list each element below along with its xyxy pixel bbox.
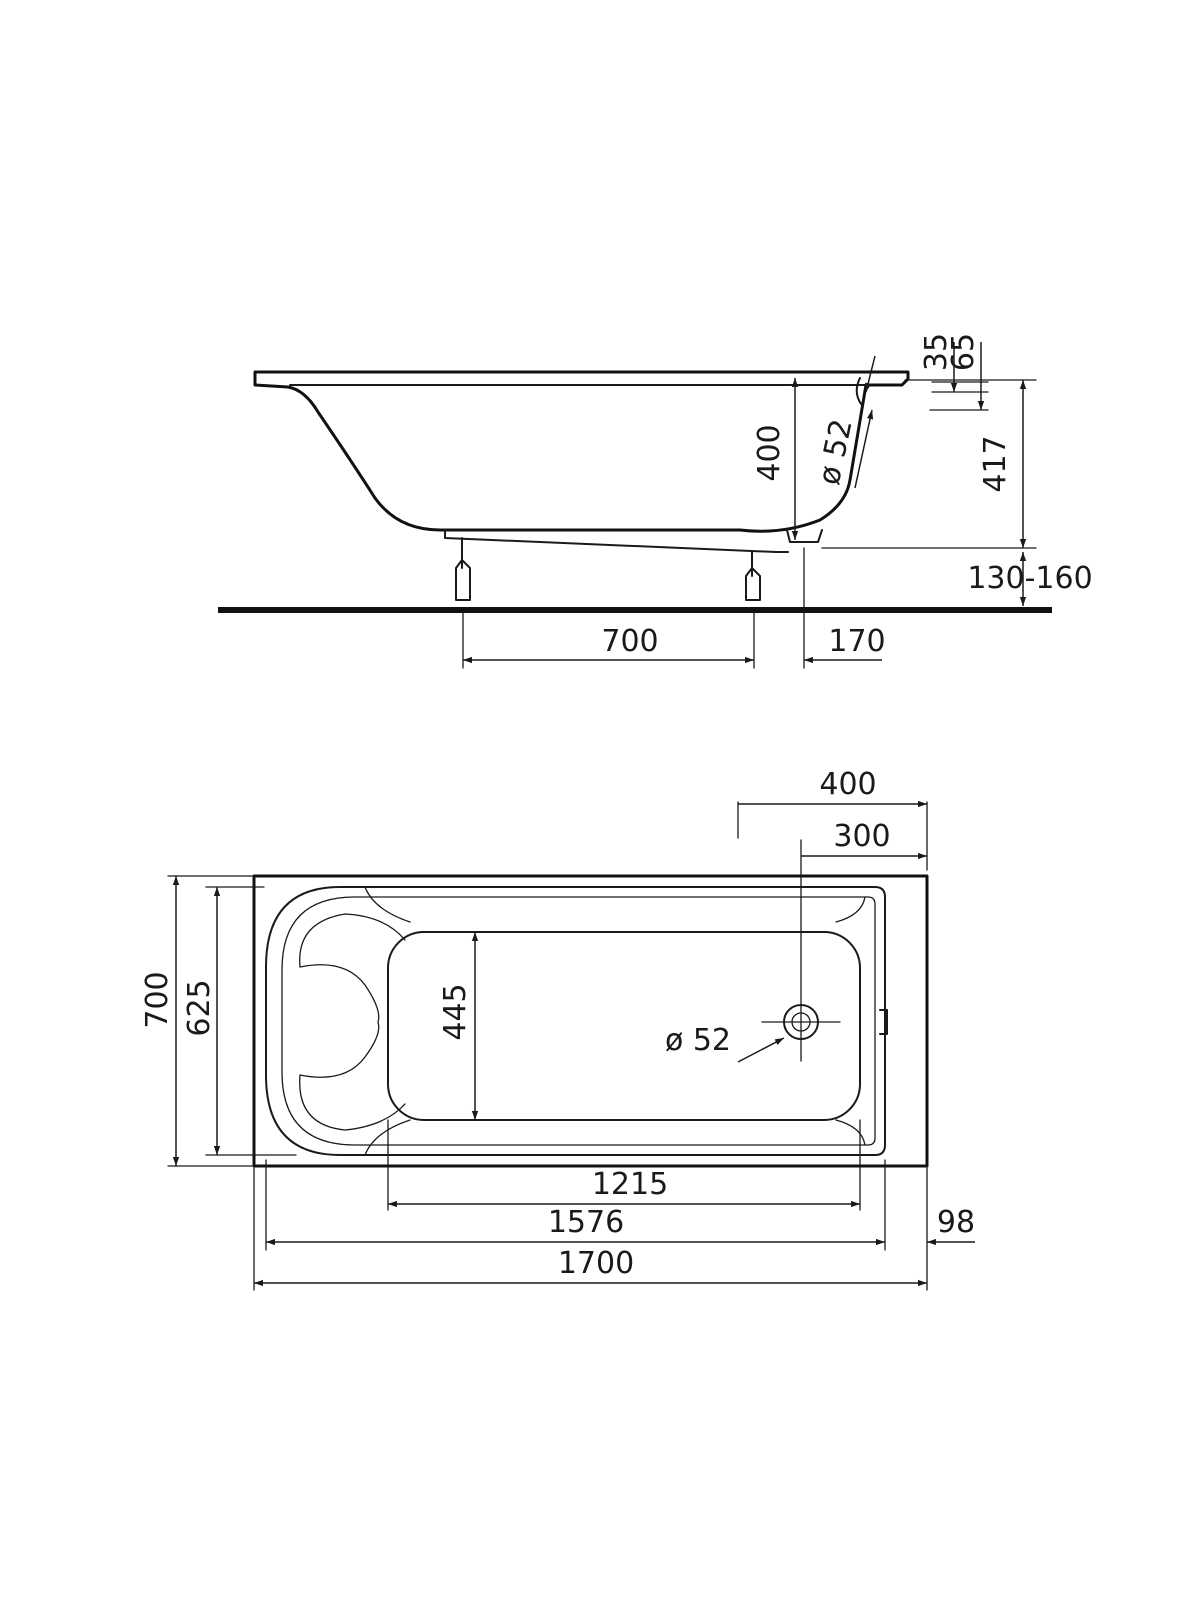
tub-side-outline <box>253 370 910 533</box>
dim-rim-35: 35 <box>919 333 954 371</box>
leg-right <box>745 551 761 601</box>
dim-bottom-width-445: 445 <box>438 983 473 1040</box>
dim-bottom-length-1215: 1215 <box>592 1167 668 1202</box>
dim-drain-300: 300 <box>833 819 890 854</box>
top-view: 400 300 700 625 445 ø 52 1215 1576 98 17… <box>140 767 975 1291</box>
dim-overflow-400: 400 <box>819 767 876 802</box>
dim-leg-offset-170: 170 <box>828 624 885 659</box>
tub-top-basin <box>265 886 886 1156</box>
dim-rim-65: 65 <box>946 333 981 371</box>
dim-inner-width-625: 625 <box>182 979 217 1036</box>
dim-length-1700: 1700 <box>558 1246 634 1281</box>
drain-stub <box>786 529 823 543</box>
side-view: 400 ø 52 35 65 417 130-160 700 170 <box>218 333 1093 669</box>
dim-rim-98: 98 <box>937 1205 975 1240</box>
dim-drain-diameter-top: ø 52 <box>665 1023 731 1058</box>
tub-bottom-panel <box>387 931 861 1121</box>
tub-top-inner-line <box>281 896 876 1146</box>
dim-leg-spacing-700: 700 <box>601 624 658 659</box>
leg-left <box>455 537 471 601</box>
overflow-section <box>855 377 862 405</box>
side-ramp-contours <box>364 886 866 1156</box>
support-frame-rail <box>444 529 789 553</box>
drain-top <box>761 982 841 1062</box>
dim-inner-length-1576: 1576 <box>548 1205 624 1240</box>
tub-top-outer-rim <box>252 874 929 1168</box>
dim-height-417: 417 <box>978 435 1013 492</box>
overflow-top <box>879 1009 888 1035</box>
headrest-contour <box>299 913 406 1131</box>
dim-depth-400: 400 <box>752 424 787 481</box>
dim-width-700: 700 <box>140 971 175 1028</box>
dim-drain-diameter-side: ø 52 <box>812 416 860 488</box>
dim-leg-height-130-160: 130-160 <box>967 561 1092 596</box>
